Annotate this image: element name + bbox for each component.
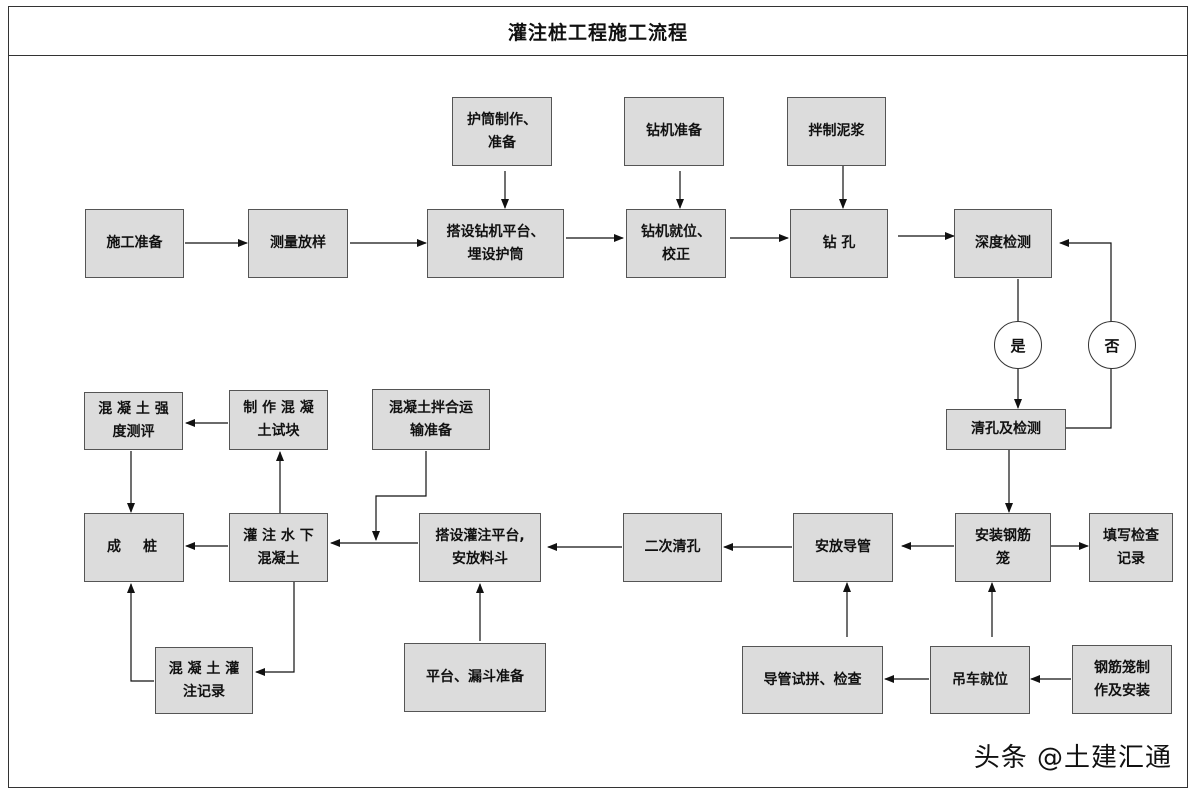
arrow-transport-to-pour (372, 451, 427, 541)
decision-no: 否 (1088, 321, 1136, 369)
node-platform-prep: 平台、漏斗准备 (404, 643, 546, 712)
decision-yes: 是 (994, 321, 1042, 369)
node-make-blocks: 制 作 混 凝 土试块 (229, 390, 328, 450)
node-survey-layout: 测量放样 (248, 209, 348, 278)
node-concrete-transport: 混凝土拌合运 输准备 (372, 389, 490, 450)
node-pile-done: 成 桩 (84, 513, 184, 582)
node-platform-casing: 搭设钻机平台、 埋设护筒 (427, 209, 564, 278)
node-crane-position: 吊车就位 (930, 646, 1030, 714)
node-rig-position: 钻机就位、 校正 (626, 209, 726, 278)
node-pour-concrete: 灌 注 水 下 混凝土 (229, 513, 328, 582)
node-depth-check: 深度检测 (954, 209, 1052, 278)
node-hole-clean: 清孔及检测 (946, 409, 1066, 450)
node-drilling: 钻 孔 (790, 209, 888, 278)
node-strength-eval: 混 凝 土 强 度测评 (84, 392, 183, 450)
node-construction-prep: 施工准备 (85, 209, 184, 278)
node-fill-record: 填写检查 记录 (1089, 513, 1173, 582)
node-pour-record: 混 凝 土 灌 注记录 (155, 647, 253, 714)
node-place-pipe: 安放导管 (793, 513, 893, 582)
node-cage-install: 安装钢筋 笼 (955, 513, 1051, 582)
node-pour-platform: 搭设灌注平台, 安放料斗 (419, 513, 541, 582)
diagram-title: 灌注桩工程施工流程 (8, 6, 1188, 56)
node-rig-prep: 钻机准备 (624, 97, 724, 166)
arrow-record-to-pile (127, 583, 154, 682)
node-second-clean: 二次清孔 (623, 513, 722, 582)
node-pipe-test: 导管试拼、检查 (742, 646, 883, 714)
node-casing-make: 护筒制作、 准备 (452, 97, 552, 166)
watermark: 头条 @土建汇通 (973, 743, 1172, 773)
node-cage-make: 钢筋笼制 作及安装 (1072, 645, 1172, 714)
arrow-pour-to-record (255, 581, 295, 676)
node-mud-mix: 拌制泥浆 (787, 97, 886, 166)
